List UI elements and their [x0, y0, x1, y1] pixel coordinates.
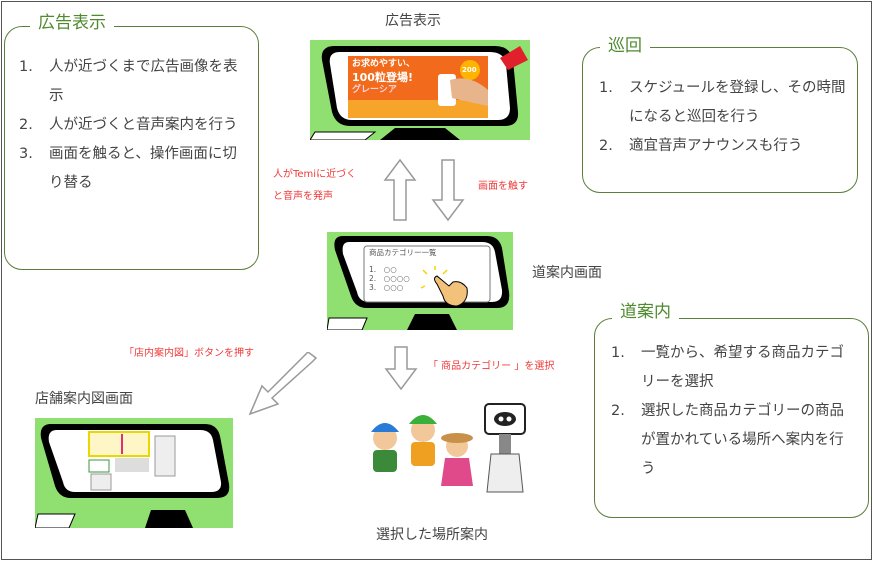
list-item: 2.適宜音声アナウンスも行う	[599, 138, 803, 154]
menu-item[interactable]: 3. ○○○	[369, 283, 404, 292]
down-arrow-icon	[384, 346, 418, 391]
map-button-label: 「店内案内図」ボタンを押す	[124, 348, 254, 359]
list-item: 3.画面を触ると、操作画面に切り替る	[19, 146, 237, 191]
nav-menu: 商品カテゴリー一覧 1. ○○ 2. ○○○○ 3. ○○○	[369, 248, 437, 292]
ad-screen: お求めやすい、 100粒登場! グレーシア 200	[310, 40, 530, 140]
list-item: 2.人が近づくと音声案内を行う	[19, 117, 238, 133]
up-arrow-icon	[383, 158, 417, 221]
ad-banner-badge: 200	[462, 66, 477, 74]
ad-banner-text: お求めやすい、 100粒登場! グレーシア	[352, 59, 416, 95]
list-item: 1.一覧から、希望する商品カテゴリーを選択	[611, 345, 844, 390]
ad-screen-label: 広告表示	[385, 13, 441, 29]
touch-label: 画面を触す	[478, 181, 528, 192]
approach-label: 人がTemiに近づく と音声を発声	[273, 169, 357, 202]
nav-screen: 商品カテゴリー一覧 1. ○○ 2. ○○○○ 3. ○○○	[327, 232, 513, 330]
list-item: 1.人が近づくまで広告画像を表示	[19, 59, 238, 104]
ad-display-box: 1.人が近づくまで広告画像を表示 2.人が近づくと音声案内を行う 3.画面を触る…	[4, 26, 259, 270]
guide-illustration	[355, 400, 535, 496]
menu-item[interactable]: 2. ○○○○	[369, 274, 410, 283]
diagonal-arrow-icon	[248, 352, 318, 416]
map-screen	[35, 418, 233, 528]
ad-box-title: 広告表示	[30, 13, 114, 33]
select-category-label: 「 商品カテゴリー 」を選択	[428, 361, 555, 372]
patrol-box: 1.スケジュールを登録し、その時間になると巡回を行う 2.適宜音声アナウンスも行…	[582, 47, 858, 193]
guide-illustration-label: 選択した場所案内	[376, 527, 488, 543]
list-item: 2.選択した商品カテゴリーの商品が置かれている場所へ案内を行う	[611, 403, 844, 477]
nav-screen-label: 道案内画面	[532, 265, 602, 281]
down-arrow-icon	[431, 159, 465, 222]
menu-item[interactable]: 1. ○○	[369, 265, 397, 274]
patrol-box-title: 巡回	[600, 36, 650, 56]
map-screen-label: 店舗案内図画面	[35, 391, 133, 407]
guide-box: 1.一覧から、希望する商品カテゴリーを選択 2.選択した商品カテゴリーの商品が置…	[594, 318, 869, 518]
guide-box-title: 道案内	[612, 302, 679, 322]
list-item: 1.スケジュールを登録し、その時間になると巡回を行う	[599, 80, 846, 125]
